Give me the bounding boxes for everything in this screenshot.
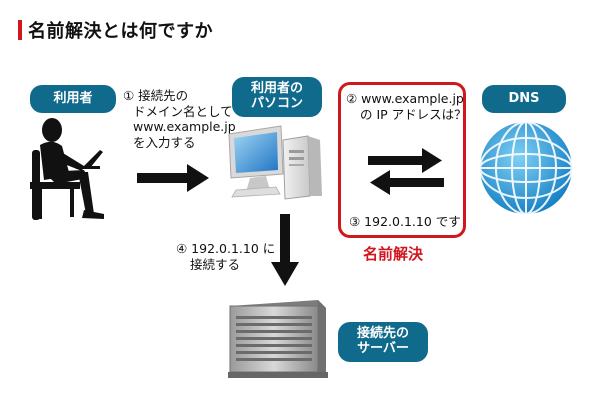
server-icon <box>228 300 328 378</box>
server-label-line2: サーバー <box>357 341 409 356</box>
arrow-user-to-pc <box>137 164 209 192</box>
step1-line2: ドメイン名として <box>133 103 233 119</box>
step4-line1: ④ 192.0.1.10 に <box>176 241 276 256</box>
arrow-pc-to-server <box>271 214 299 286</box>
pc-label: 利用者の パソコン <box>232 77 322 117</box>
person-at-laptop-icon <box>30 118 104 220</box>
desktop-computer-icon <box>228 125 322 200</box>
dns-label: DNS <box>482 85 566 113</box>
step2-line1: ② www.example.jp <box>346 91 464 106</box>
step4-note: ④ 192.0.1.10 に 接続する <box>176 241 275 272</box>
name-resolution-box <box>338 82 466 238</box>
globe-icon <box>479 121 573 215</box>
pc-label-line2: パソコン <box>250 96 303 111</box>
pc-label-line1: 利用者の <box>250 81 303 97</box>
step2-note: ② www.example.jp の IP アドレスは？ <box>346 91 467 122</box>
step3-note: ③ 192.0.1.10 です <box>349 214 461 229</box>
arrow-answer-from-dns <box>370 170 444 195</box>
name-resolution-label: 名前解決 <box>363 245 424 263</box>
step1-line3: www.example.jp <box>133 119 236 135</box>
step2-line2: の IP アドレスは？ <box>360 106 467 122</box>
step1-line1: ① 接続先の <box>123 88 189 103</box>
dns-label-text: DNS <box>508 90 540 106</box>
server-label-line1: 接続先の <box>356 326 409 342</box>
server-label: 接続先の サーバー <box>338 322 428 362</box>
step1-note: ① 接続先の ドメイン名として www.example.jp を入力する <box>123 88 236 151</box>
step1-line4: を入力する <box>133 134 196 150</box>
user-label: 利用者 <box>30 85 116 113</box>
step4-line2: 接続する <box>190 256 241 272</box>
page-title: 名前解決とは何ですか <box>28 21 213 42</box>
user-label-text: 利用者 <box>53 90 93 106</box>
arrow-query-to-dns <box>368 148 442 173</box>
title-accent-bar <box>18 20 22 40</box>
